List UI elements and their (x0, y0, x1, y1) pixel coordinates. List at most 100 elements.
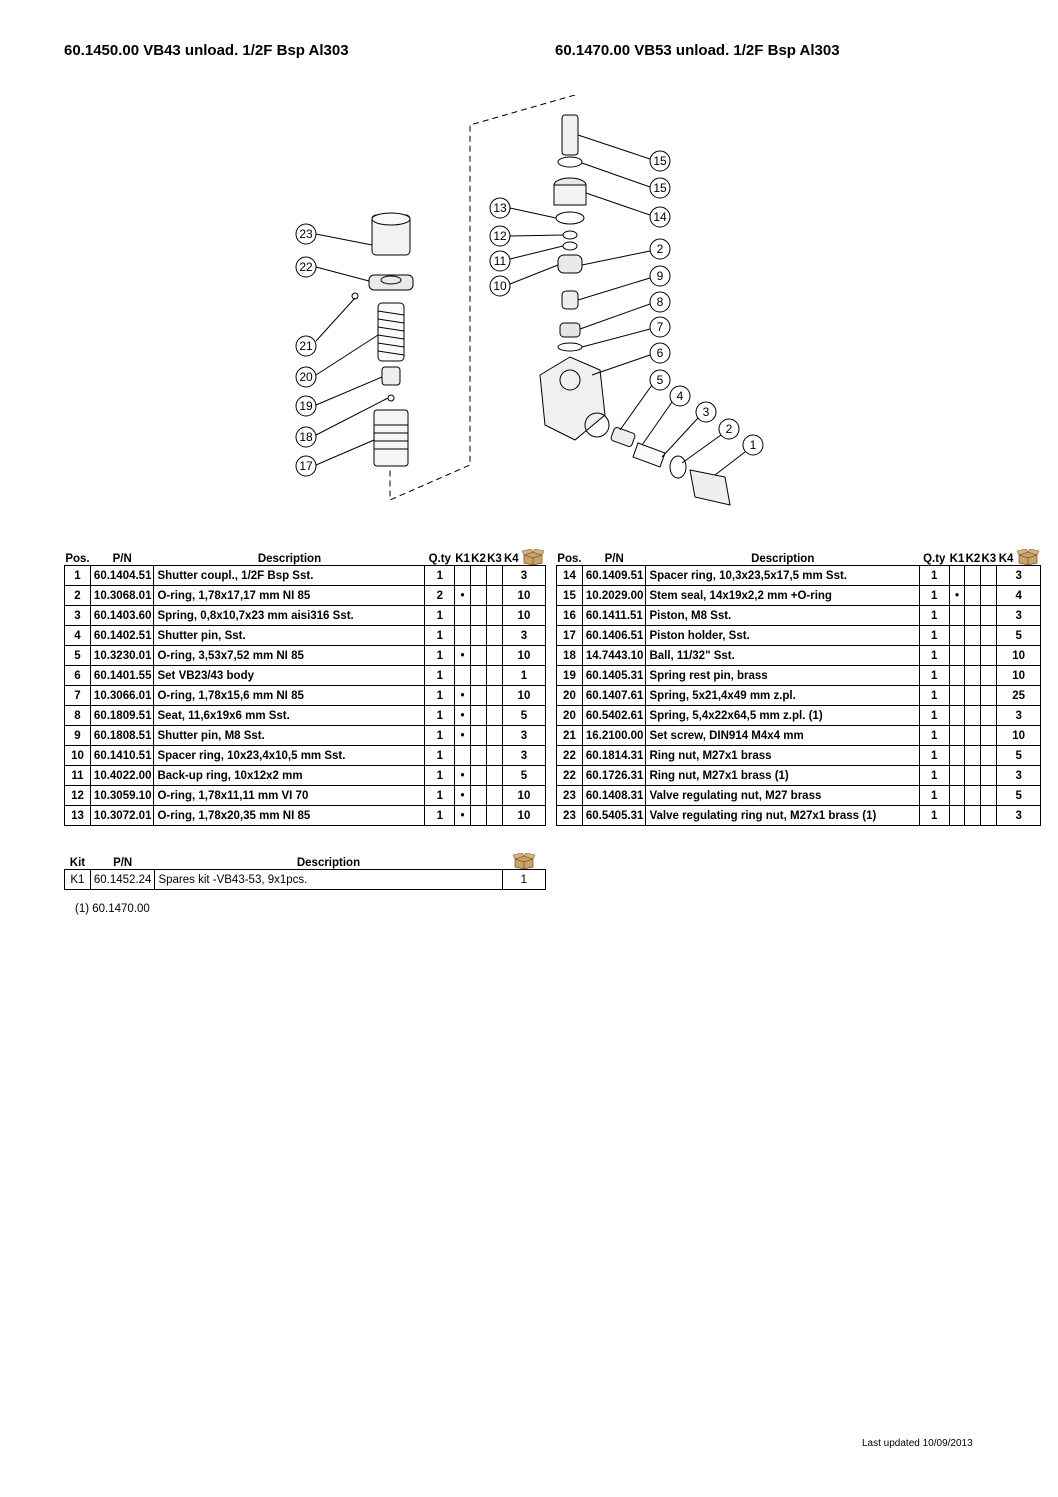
col-pack (502, 849, 545, 870)
svg-text:12: 12 (493, 229, 507, 243)
k1-cell: • (454, 685, 472, 706)
k3-cell (980, 705, 998, 726)
pack-qty-cell: 4 (996, 585, 1041, 606)
pn-cell: 60.1410.51 (89, 745, 155, 766)
qty-cell: 1 (918, 785, 950, 806)
qty-cell: 1 (918, 705, 950, 726)
pos-cell: 22 (556, 765, 583, 786)
k1-cell: • (454, 765, 472, 786)
pos-cell: 3 (64, 605, 91, 626)
k1-cell: • (454, 705, 472, 726)
k1-cell (948, 805, 966, 826)
k2-cell (964, 645, 982, 666)
pack-qty-cell: 3 (501, 625, 547, 646)
k1-cell (948, 665, 966, 686)
callout-22: 22 (295, 256, 370, 282)
pn-cell: 60.1409.51 (581, 565, 647, 586)
kit-cell: K1 (64, 869, 91, 890)
desc-cell: Ball, 11/32" Sst. (645, 645, 920, 666)
pack-qty-cell: 3 (501, 565, 547, 586)
k3-cell (485, 665, 503, 686)
svg-text:21: 21 (299, 339, 313, 353)
pn-cell: 60.5405.31 (581, 805, 647, 826)
k1-cell (948, 765, 966, 786)
desc-cell: Spring, 5,4x22x64,5 mm z.pl. (1) (645, 705, 920, 726)
callout-1: 1 (714, 434, 764, 476)
k1-cell (454, 745, 472, 766)
qty-cell: 1 (424, 725, 456, 746)
pos-cell: 16 (556, 605, 583, 626)
k3-cell (485, 765, 503, 786)
k1-cell: • (454, 785, 472, 806)
callout-7: 7 (581, 316, 671, 348)
qty-cell: 1 (918, 725, 950, 746)
pn-cell: 60.1411.51 (581, 605, 647, 626)
qty-cell: 1 (424, 805, 456, 826)
k1-cell: • (454, 585, 472, 606)
pos-cell: 15 (556, 585, 583, 606)
k3-cell (485, 745, 503, 766)
callout-2-bottom: 2 (681, 418, 740, 464)
pack-qty-cell: 10 (996, 665, 1041, 686)
pn-cell: 60.1814.31 (581, 745, 647, 766)
k1-cell (948, 565, 966, 586)
desc-cell: Piston holder, Sst. (645, 625, 920, 646)
k3-cell (485, 725, 503, 746)
svg-text:7: 7 (657, 320, 664, 334)
qty-cell: 1 (918, 605, 950, 626)
qty-cell: 1 (918, 625, 950, 646)
svg-text:17: 17 (299, 459, 313, 473)
pos-cell: 19 (556, 665, 583, 686)
pack-qty-cell: 5 (996, 785, 1041, 806)
desc-cell: Ring nut, M27x1 brass (1) (645, 765, 920, 786)
desc-cell: Shutter coupl., 1/2F Bsp Sst. (153, 565, 426, 586)
desc-cell: Spares kit -VB43-53, 9x1pcs. (154, 869, 503, 890)
qty-cell: 1 (918, 565, 950, 586)
col-k3: K3 (487, 553, 502, 565)
k3-cell (980, 585, 998, 606)
col-qty: Q.ty (428, 553, 451, 565)
k3-cell (980, 565, 998, 586)
desc-cell: Shutter pin, M8 Sst. (153, 725, 426, 746)
k3-cell (485, 645, 503, 666)
k3-cell (485, 625, 503, 646)
callout-10: 10 (489, 264, 559, 297)
desc-cell: Spring, 0,8x10,7x23 mm aisi316 Sst. (153, 605, 426, 626)
k1-cell (948, 605, 966, 626)
k3-cell (485, 565, 503, 586)
desc-cell: Spacer ring, 10,3x23,5x17,5 mm Sst. (645, 565, 920, 586)
k1-cell: • (454, 645, 472, 666)
qty-cell: 1 (918, 805, 950, 826)
pack-qty-cell: 10 (996, 725, 1041, 746)
svg-text:9: 9 (657, 269, 664, 283)
pos-cell: 7 (64, 685, 91, 706)
k2-cell (964, 625, 982, 646)
k2-cell (470, 605, 487, 626)
k3-cell (980, 785, 998, 806)
callout-15b: 15 (581, 162, 671, 199)
k1-cell (948, 725, 966, 746)
pn-cell: 10.2029.00 (581, 585, 647, 606)
k2-cell (470, 565, 487, 586)
k2-cell (964, 725, 982, 746)
pn-cell: 60.1406.51 (581, 625, 647, 646)
desc-cell: Shutter pin, Sst. (153, 625, 426, 646)
footnote: (1) 60.1470.00 (75, 903, 150, 915)
pos-cell: 12 (64, 785, 91, 806)
qty-cell: 1 (424, 765, 456, 786)
k2-cell (470, 765, 487, 786)
pack-qty-cell: 1 (501, 869, 547, 890)
k2-cell (470, 665, 487, 686)
pack-qty-cell: 10 (996, 645, 1041, 666)
col-k3: K3 (981, 553, 997, 565)
qty-cell: 1 (424, 665, 456, 686)
